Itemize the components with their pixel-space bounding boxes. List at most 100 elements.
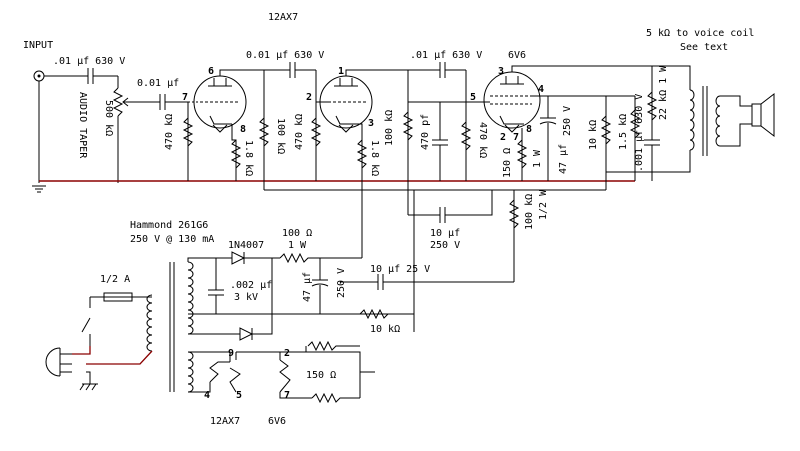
label-c-coupling2: .01 µf 630 V: [410, 50, 482, 61]
diode-1: [231, 251, 246, 265]
label-heater-tube2: 6V6: [268, 416, 286, 427]
pin-label: 9: [228, 348, 234, 359]
label-ot-note2: See text: [680, 42, 728, 53]
label-r-cath1: 1.8 kΩ: [243, 140, 254, 176]
label-r-snub: 22 kΩ 1 W: [658, 65, 669, 120]
label-r-plate3: 10 kΩ: [588, 120, 599, 150]
label-r-filter: 100 Ω: [282, 228, 312, 239]
pin-label: 6: [208, 66, 214, 77]
grid-capacitor-1: [159, 94, 188, 110]
label-c-coupling1: 0.01 µf 630 V: [246, 50, 324, 61]
r-cath1: [230, 139, 242, 169]
label-tube1: 12AX7: [268, 12, 298, 23]
label-r-cath2: 1.8 kΩ: [369, 140, 380, 176]
c-filter2: [377, 274, 384, 290]
input-capacitor: [87, 68, 118, 84]
output-transformer: [689, 86, 721, 160]
fuse: [103, 292, 133, 302]
label-pot-value: 500 kΩ: [103, 100, 114, 136]
label-r-cath3-w: 1 W: [532, 149, 543, 168]
label-tube2: 6V6: [508, 50, 526, 61]
r-filter2: [359, 308, 414, 320]
label-c-cath3: 47 µf: [558, 144, 569, 174]
r-cath2: [356, 139, 368, 169]
label-r-heater: 150 Ω: [306, 370, 336, 381]
speaker-icon: [751, 92, 775, 138]
label-c-fb: 10 µf: [430, 228, 460, 239]
r-cath3: [516, 139, 528, 169]
label-r-grid1-v: 470 kΩ: [164, 114, 175, 150]
r-plate3: [600, 115, 612, 145]
pin-label: 2: [284, 348, 290, 359]
tube-12ax7-half-a: [188, 75, 247, 133]
label-c-filter2: 10 µf 25 V: [370, 264, 430, 275]
power-transformer: [146, 261, 194, 393]
pin-label: 5: [470, 92, 476, 103]
pin-label: 3: [368, 118, 374, 129]
label-input: INPUT: [23, 40, 53, 51]
tube-6v6: [483, 71, 541, 133]
label-fuse: 1/2 A: [100, 274, 130, 285]
label-diode: 1N4007: [228, 240, 264, 251]
label-r-g2: 1.5 kΩ: [618, 114, 629, 150]
pin-label: 7: [513, 132, 519, 143]
label-r-plate1: 100 kΩ: [275, 118, 286, 154]
label-c-snub: .001 µf 630 V: [634, 94, 645, 172]
pin-label: 4: [204, 390, 210, 401]
label-r-grid2: 470 kΩ: [294, 114, 305, 150]
power-switch: [81, 317, 91, 333]
volume-pot: [112, 76, 160, 183]
pin-label: 2: [500, 132, 506, 143]
pin-label: 2: [306, 92, 312, 103]
coupling-capacitor-1: [289, 62, 316, 78]
r-g2: [629, 109, 641, 139]
label-r-dec: 100 kΩ: [524, 194, 535, 230]
tube-12ax7-half-b: [319, 75, 373, 133]
r-plate1: [258, 117, 270, 147]
r-grid2: [310, 117, 322, 147]
label-r-cath3: 150 Ω: [502, 148, 513, 178]
label-r-dec-w: 1/2 W: [538, 189, 549, 220]
r-heater-1: [307, 340, 360, 352]
pin-label: 7: [284, 390, 290, 401]
label-ptx: Hammond 261G6: [130, 220, 208, 231]
label-c-snub2: .002 µf: [230, 280, 272, 291]
label-r-grid3: 470 kΩ: [477, 122, 488, 158]
r-grid3: [460, 121, 472, 151]
pin-label: 4: [538, 84, 544, 95]
label-c-fb-v: 250 V: [430, 240, 460, 251]
label-c-bypass: 470 pf: [420, 114, 431, 150]
r-snub: [646, 91, 658, 121]
r-dec: [508, 199, 520, 229]
pin-label: 8: [526, 124, 532, 135]
label-heater-tube1: 12AX7: [210, 416, 240, 427]
pin-label: 1: [338, 66, 344, 77]
ground-symbol-2: [79, 383, 98, 391]
pin-label: 7: [182, 92, 188, 103]
label-pot-taper: AUDIO TAPER: [77, 92, 88, 159]
r-heater-2: [311, 392, 360, 404]
pin-label: 8: [240, 124, 246, 135]
label-c-in: .01 µf 630 V: [53, 56, 125, 67]
label-ot-note1: 5 kΩ to voice coil: [646, 28, 754, 39]
label-c-filter1-v: 250 V: [336, 268, 347, 298]
heater-12ax7: [209, 361, 230, 383]
label-c-grid1: 0.01 µf: [137, 78, 179, 89]
r-grid1: [182, 117, 194, 147]
label-r-filter2: 10 kΩ: [370, 324, 400, 335]
pin-label: 3: [498, 66, 504, 77]
input-jack: [33, 70, 88, 183]
pin-label: 5: [236, 390, 242, 401]
label-r-filter-w: 1 W: [288, 240, 307, 251]
r-filter: [279, 252, 320, 264]
c-feedback: [439, 207, 446, 223]
label-c-cath3-v: 250 V: [562, 106, 573, 136]
label-ptx-rating: 250 V @ 130 mA: [130, 234, 214, 245]
coupling-capacitor-2: [410, 62, 466, 78]
ground-symbol: [32, 185, 46, 193]
label-r-plate2: 100 kΩ: [384, 110, 395, 146]
r-plate2: [402, 111, 414, 141]
label-c-snub2-v: 3 kV: [234, 292, 258, 303]
